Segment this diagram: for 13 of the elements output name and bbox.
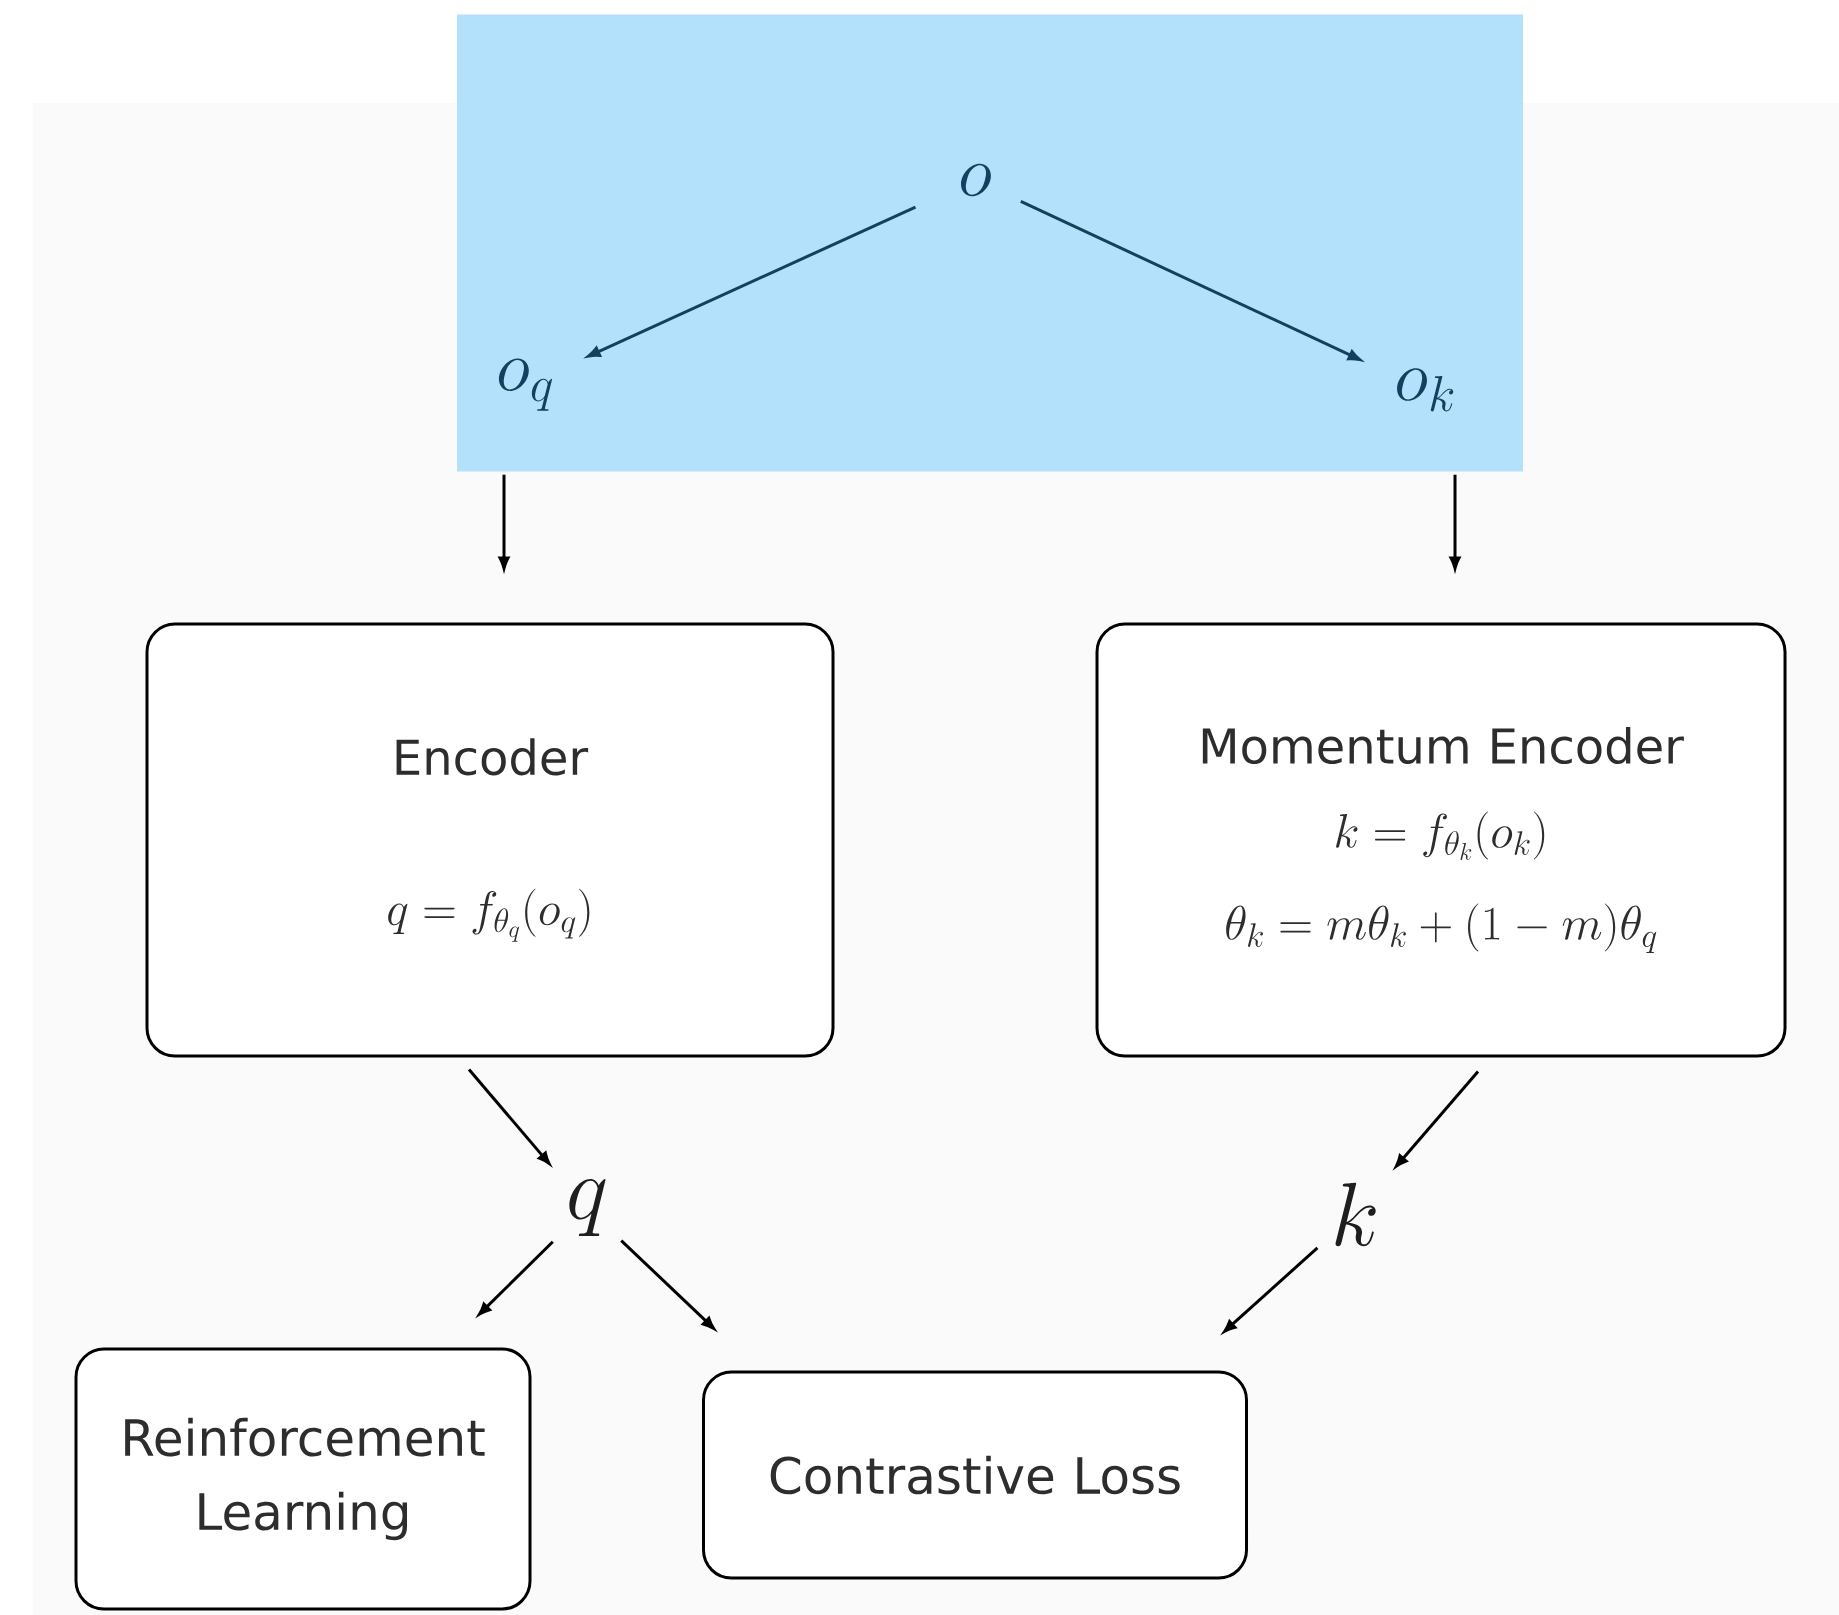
arrow xyxy=(478,1240,554,1316)
arrow xyxy=(1223,1246,1319,1333)
math-symbol: $o_k$ xyxy=(1397,368,1454,412)
process-box: Encoder $q = f_{\theta_q}(o_q)$ xyxy=(145,622,835,1058)
panel-band xyxy=(457,14,1523,472)
process-box: Momentum Encoder $k = f_{\theta_k}(o_k)$ $\theta_k = m\theta_k + (1 - m)\theta_q$ xyxy=(1095,622,1787,1058)
math-symbol: $o$ xyxy=(961,163,991,197)
math-symbol: $q$ xyxy=(569,1178,606,1237)
math-symbol: $k$ xyxy=(1335,1182,1376,1247)
arrow xyxy=(620,1239,715,1330)
process-box: Contrastive Loss xyxy=(702,1370,1248,1580)
process-box: Reinforcement Learning xyxy=(74,1347,532,1611)
math-symbol: $o_q$ xyxy=(498,358,553,411)
